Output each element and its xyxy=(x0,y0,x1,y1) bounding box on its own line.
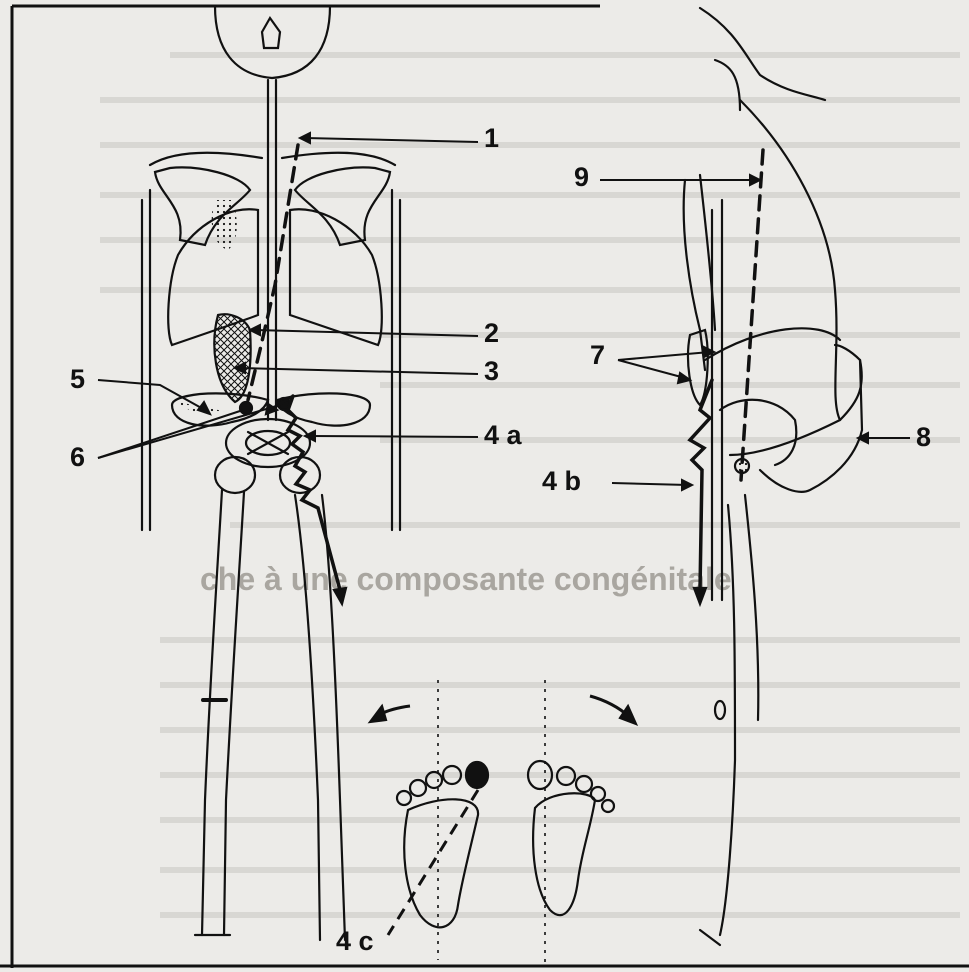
right-toe-3 xyxy=(576,776,592,792)
right-toe-4 xyxy=(591,787,605,801)
right-footprint xyxy=(533,793,595,915)
leader-1 xyxy=(305,138,478,142)
background-heading: che à une composante congénitale xyxy=(200,561,732,597)
left-clavicle xyxy=(150,153,262,165)
knee-mark xyxy=(715,701,725,719)
label-1: 1 xyxy=(484,125,499,152)
label-4c: 4 c xyxy=(336,928,374,955)
right-lung xyxy=(290,209,382,345)
leader-4a xyxy=(310,436,478,437)
left-toe-4 xyxy=(410,780,426,796)
label-5: 5 xyxy=(70,366,85,393)
label-2: 2 xyxy=(484,320,499,347)
label-8: 8 xyxy=(916,424,931,451)
spine-front xyxy=(684,180,705,370)
left-hip-joint xyxy=(215,457,255,493)
head-outline xyxy=(215,6,330,78)
hatched-organ xyxy=(214,314,250,402)
label-6: 6 xyxy=(70,444,85,471)
right-toe-5 xyxy=(602,800,614,812)
leader-6b xyxy=(98,405,280,458)
label-3: 3 xyxy=(484,358,499,385)
label-9: 9 xyxy=(574,164,589,191)
leader-4b xyxy=(612,483,688,485)
right-scapula xyxy=(295,167,390,245)
lateral-skeleton xyxy=(684,8,862,945)
leader-7b xyxy=(618,352,710,360)
leader-7a xyxy=(618,360,685,378)
gluteal-mass xyxy=(760,345,862,492)
label-7: 7 xyxy=(590,342,605,369)
label-4a: 4 a xyxy=(484,422,522,449)
landmark-dot-left xyxy=(240,402,252,414)
nose xyxy=(262,18,280,48)
background-text-lines xyxy=(100,55,960,915)
label-4b: 4 b xyxy=(542,468,581,495)
left-toe-5 xyxy=(397,791,411,805)
left-big-toe xyxy=(466,762,488,788)
heel xyxy=(700,930,720,945)
dashed-axis-9 xyxy=(741,150,763,480)
